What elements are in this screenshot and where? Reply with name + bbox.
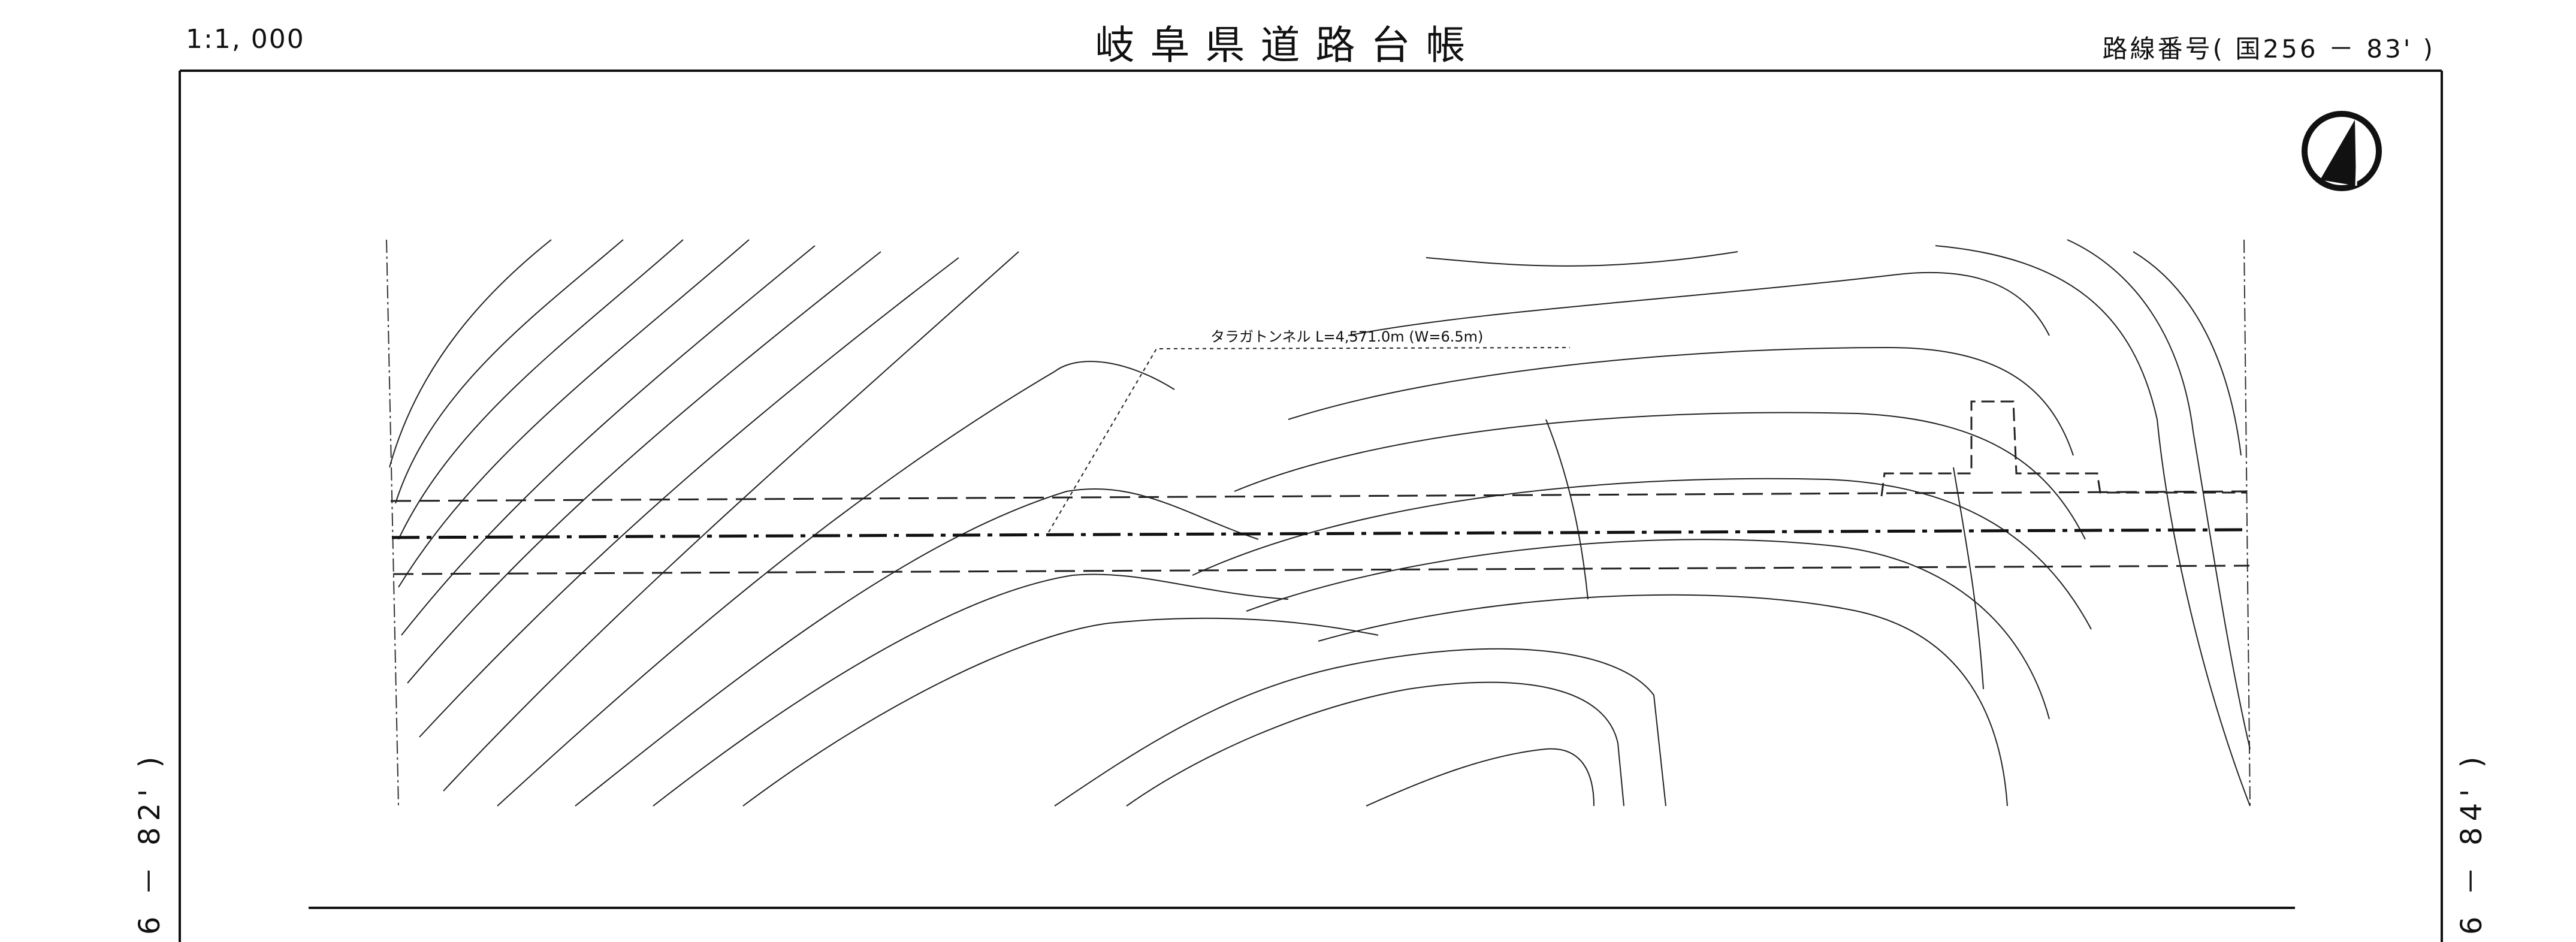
map-boundary-left: [386, 239, 399, 807]
road-edge-south: [392, 564, 2250, 575]
road-centerline: [391, 528, 2249, 539]
contour-lines: [389, 239, 2251, 807]
map-boundary-right: [2243, 239, 2251, 807]
boundary-steps: [1880, 400, 2247, 497]
tunnel-label: タラガトンネル L=4,571.0m (W=6.5m): [1210, 328, 1483, 345]
map-scale: 1:1, 000: [186, 24, 305, 55]
sheet-title: 岐阜県道路台帳: [1095, 22, 1481, 68]
road-edge-north: [390, 490, 2248, 502]
route-number: 路線番号( 国256 － 83' ): [2102, 34, 2435, 64]
north-arrow-icon: [2302, 111, 2382, 191]
